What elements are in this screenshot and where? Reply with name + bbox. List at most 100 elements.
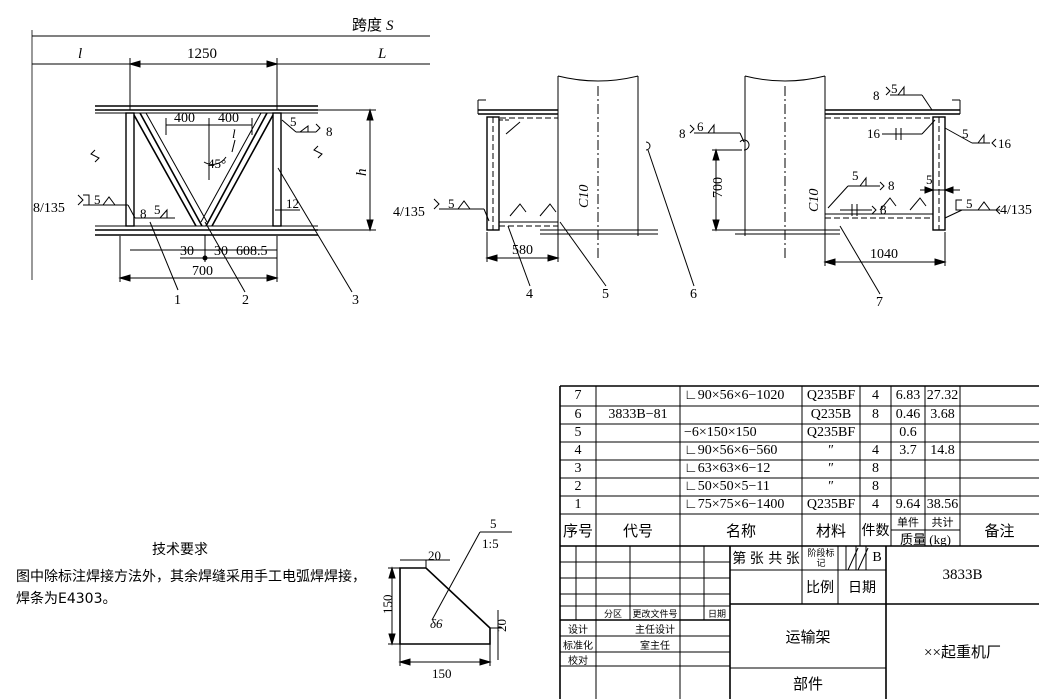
bom-header-no: 序号 bbox=[562, 523, 593, 540]
tb-sheet: 第 张 bbox=[732, 552, 764, 567]
dim-5: 5 bbox=[926, 172, 933, 187]
bom-row5-unit: 0.6 bbox=[899, 425, 917, 440]
c10b: C10 bbox=[807, 189, 822, 212]
bom-row1-no: 1 bbox=[574, 497, 582, 512]
weld-16a: 16 bbox=[867, 126, 881, 141]
weld-8c: 8 bbox=[679, 126, 686, 141]
dim-150b: 150 bbox=[432, 666, 452, 681]
middle-view: C10 4/135 5 580 4 5 6 bbox=[393, 75, 697, 302]
tb-gengai: 更改文件号 bbox=[632, 608, 678, 619]
bom-row6-total: 3.68 bbox=[930, 407, 955, 422]
weld-5h: 5 bbox=[966, 196, 973, 211]
scale-num: 5 bbox=[490, 516, 497, 531]
weld-5b: 5 bbox=[154, 202, 161, 217]
bom-row5-material: Q235BF bbox=[806, 425, 856, 440]
tb-stage: 阶段标记 bbox=[807, 548, 835, 568]
bom-row6-material: Q235B bbox=[810, 407, 852, 422]
dim-150a: 150 bbox=[380, 595, 395, 615]
dim-30a: 30 bbox=[180, 244, 194, 259]
titleblock-grid bbox=[560, 546, 1039, 699]
bom-header-unit: 单件 bbox=[897, 517, 919, 529]
part-7: 7 bbox=[876, 295, 883, 310]
dim-400a: 400 bbox=[174, 111, 195, 126]
bom-row4-no: 4 bbox=[574, 443, 582, 458]
part-4: 4 bbox=[526, 287, 533, 302]
bom-row7-total: 27.32 bbox=[926, 388, 959, 403]
notes-title: 技术要求 bbox=[152, 542, 208, 558]
bom-row6-code: 3833B−81 bbox=[608, 407, 668, 422]
dim-580: 580 bbox=[512, 243, 533, 258]
weld-5g: 5 bbox=[852, 168, 859, 183]
dim-30b: 30 bbox=[214, 244, 228, 259]
span-label: 跨度 bbox=[352, 16, 382, 34]
notes-line2: 焊条为E4303。 bbox=[16, 591, 117, 607]
bom-row3-qty: 8 bbox=[872, 461, 879, 476]
part-5: 5 bbox=[602, 287, 609, 302]
dim-L: L bbox=[377, 46, 386, 62]
weld-8-135: 8/135 bbox=[33, 201, 65, 216]
dim-12: 12 bbox=[286, 196, 299, 211]
weld-4-135b: 4/135 bbox=[1000, 203, 1032, 218]
bom-row4-name: ∟90×56×6−560 bbox=[684, 443, 778, 458]
weld-5a: 5 bbox=[94, 192, 101, 207]
dim-700a: 700 bbox=[192, 264, 213, 279]
tb-scale: 比例 bbox=[806, 581, 834, 596]
right-view: C10 700 8 6 8 5 16 5 16 5 bbox=[679, 75, 1032, 310]
weld-5c: 5 bbox=[290, 114, 297, 129]
bom-row1-total: 38.56 bbox=[926, 497, 959, 512]
dim-h: h bbox=[354, 169, 370, 177]
tb-sheji: 设计 bbox=[568, 624, 588, 636]
bom-header-name: 名称 bbox=[725, 523, 756, 540]
weld-8e: 8 bbox=[888, 178, 895, 193]
bom-row7-qty: 4 bbox=[872, 388, 879, 403]
scale-den: 1:5 bbox=[482, 536, 499, 551]
weld-8f: 8 bbox=[880, 202, 887, 217]
bom-row7-material: Q235BF bbox=[806, 388, 856, 403]
bom-row5-no: 5 bbox=[574, 425, 582, 440]
tb-biaozhun: 标准化 bbox=[563, 640, 593, 652]
bom-row7-unit: 6.83 bbox=[895, 388, 921, 403]
bom-row2-material: ″ bbox=[828, 479, 834, 494]
bom-row6-unit: 0.46 bbox=[895, 407, 921, 422]
bom-row4-material: ″ bbox=[828, 443, 834, 458]
tb-shizhuren: 室主任 bbox=[640, 640, 670, 652]
weld-5e: 5 bbox=[891, 81, 898, 96]
dim-1040: 1040 bbox=[870, 247, 898, 262]
bom-row6-qty: 8 bbox=[872, 407, 879, 422]
tb-total-sheets: 共 张 bbox=[768, 552, 800, 567]
bom-row4-qty: 4 bbox=[872, 443, 879, 458]
weld-6: 6 bbox=[697, 119, 704, 134]
bom-row4-total: 14.8 bbox=[930, 443, 955, 458]
dim-l2: l bbox=[232, 126, 236, 141]
dim-20b: 20 bbox=[494, 619, 509, 632]
bom-header-code: 代号 bbox=[622, 523, 653, 540]
bom-row1-unit: 9.64 bbox=[895, 497, 921, 512]
notes-line1: 图中除标注焊接方法外，其余焊缝采用手工电弧焊焊接， bbox=[16, 569, 366, 585]
weld-8d: 8 bbox=[873, 88, 880, 103]
bom-row1-material: Q235BF bbox=[806, 497, 856, 512]
tb-date: 日期 bbox=[848, 581, 876, 596]
bom-row7-no: 7 bbox=[574, 388, 582, 403]
bom-row1-qty: 4 bbox=[872, 497, 879, 512]
dim-20a: 20 bbox=[428, 548, 441, 563]
c10a: C10 bbox=[577, 185, 592, 208]
part-6: 6 bbox=[690, 287, 697, 302]
left-view: 跨度 S l 1250 L 400 bbox=[31, 16, 430, 308]
bom-row3-name: ∟63×63×6−12 bbox=[684, 461, 771, 476]
angle-45: 45° bbox=[208, 156, 226, 171]
bom-row2-qty: 8 bbox=[872, 479, 879, 494]
plate-detail: 5 1:5 20 150 δ6 20 150 bbox=[380, 516, 512, 681]
tb-product: 运输架 bbox=[785, 629, 831, 646]
part-3: 3 bbox=[352, 293, 359, 308]
bom-row5-name: −6×150×150 bbox=[684, 425, 757, 440]
part-2: 2 bbox=[242, 293, 249, 308]
span-symbol: S bbox=[386, 18, 394, 34]
bom-row3-material: ″ bbox=[828, 461, 834, 476]
dim-1250: 1250 bbox=[187, 46, 217, 62]
bom-grid bbox=[559, 385, 1039, 699]
bom-row4-unit: 3.7 bbox=[899, 443, 917, 458]
dim-608: 608.5 bbox=[236, 244, 268, 259]
bom-header-material: 材料 bbox=[815, 523, 846, 540]
weld-4-135a: 4/135 bbox=[393, 205, 425, 220]
